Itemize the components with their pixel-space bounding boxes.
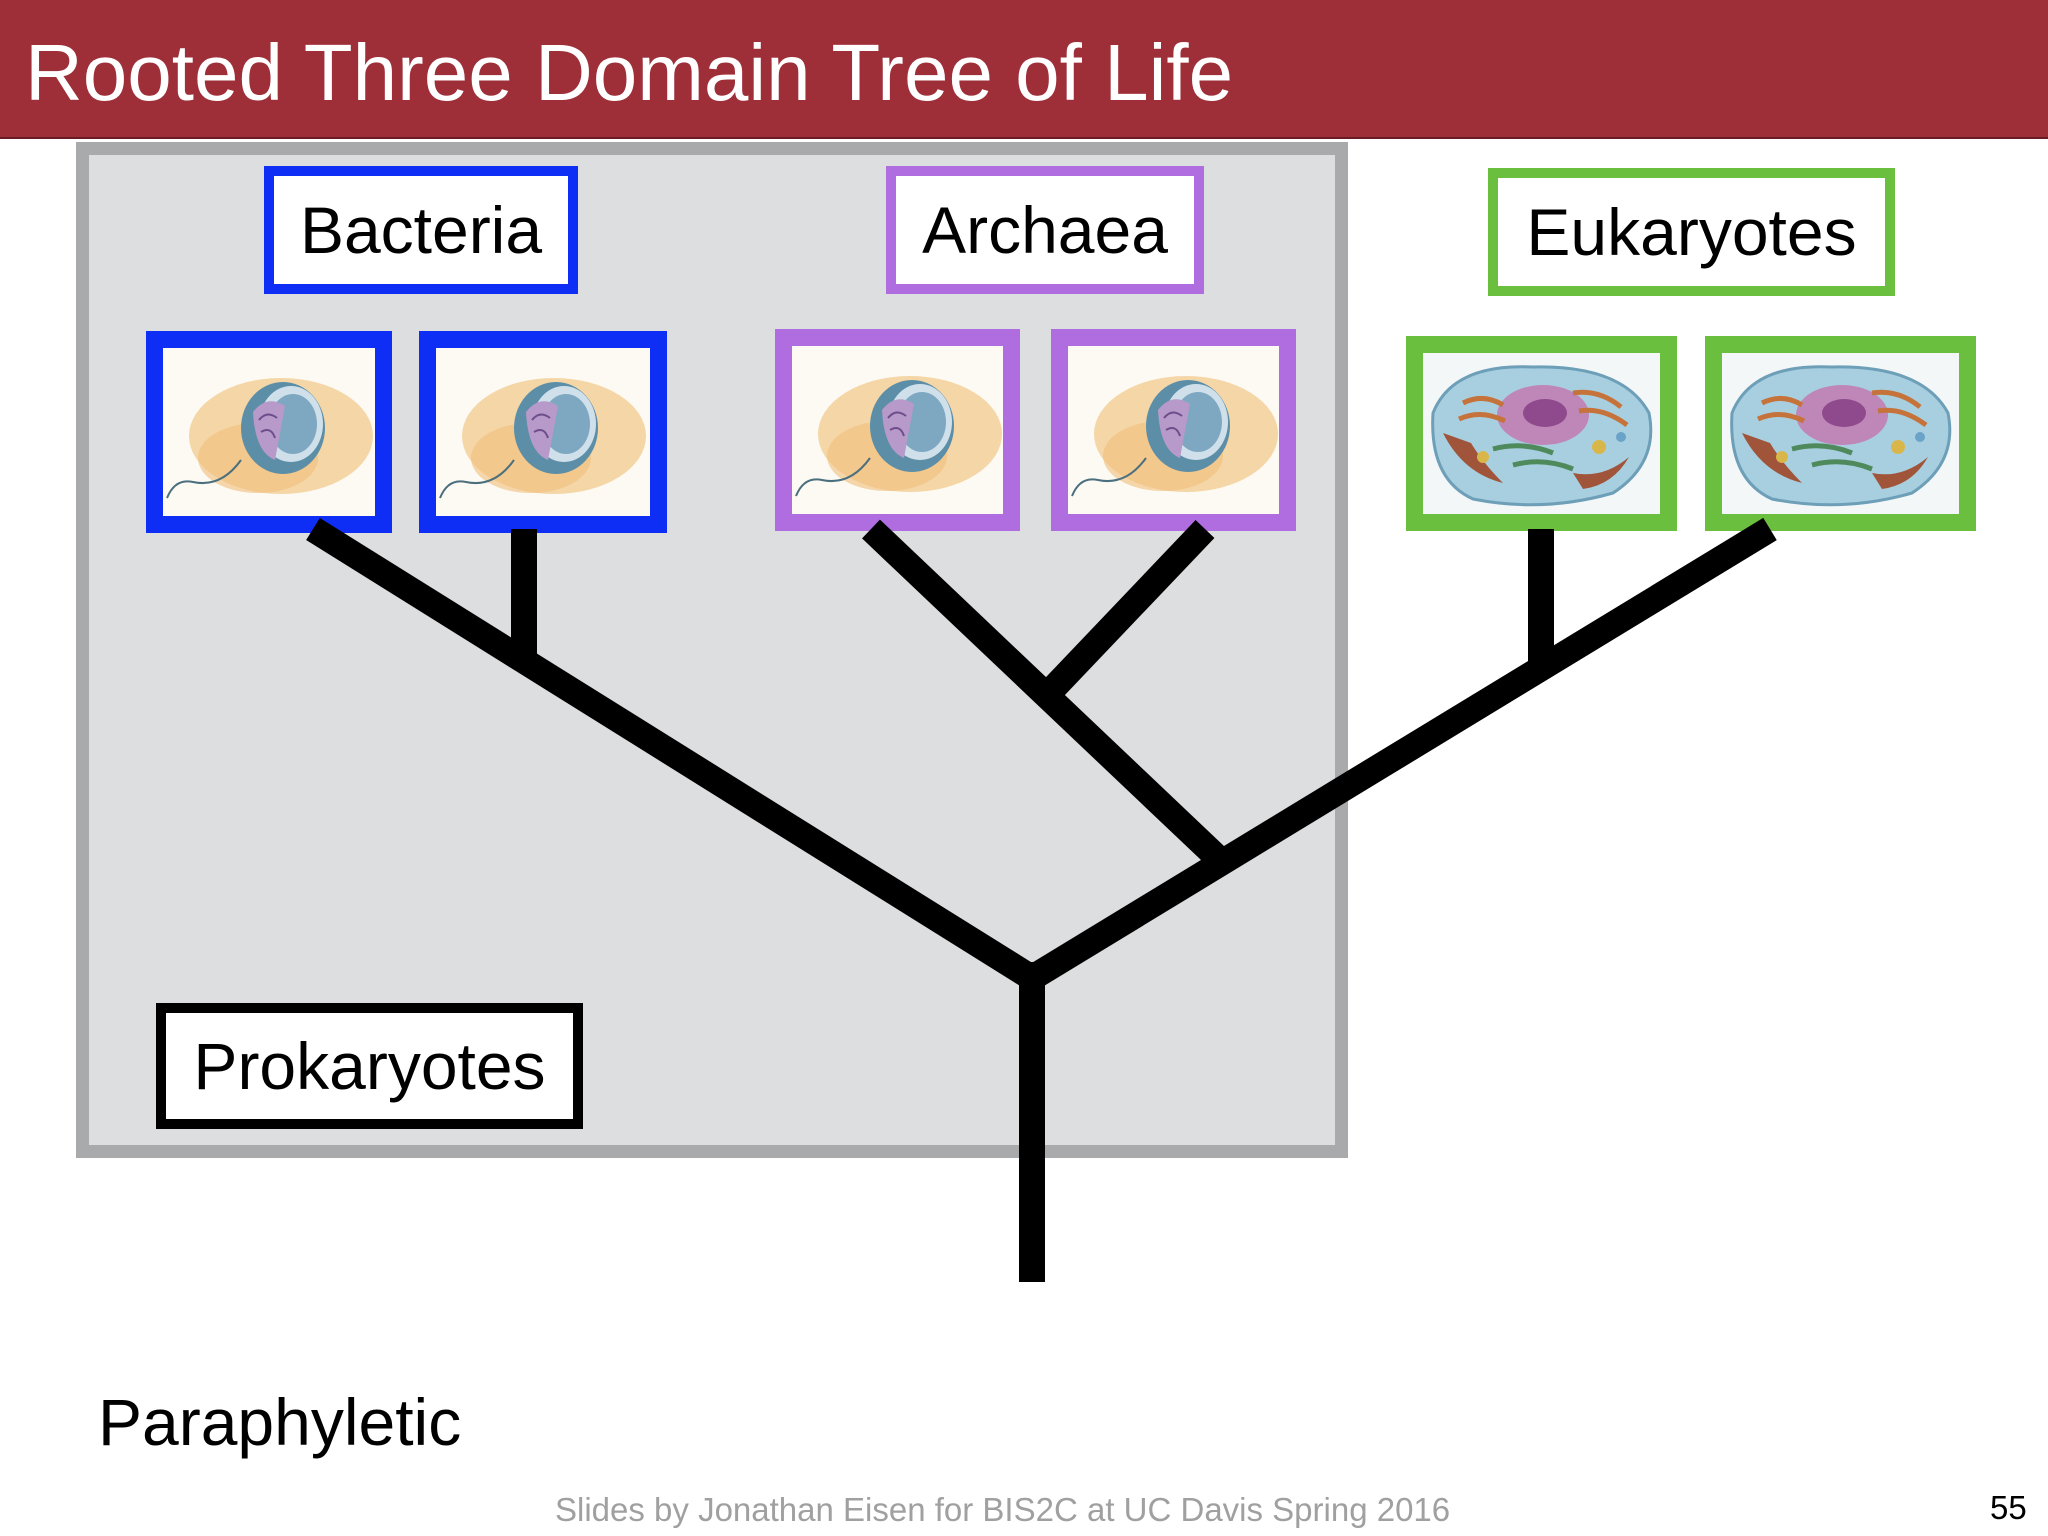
slide-title: Rooted Three Domain Tree of Life xyxy=(25,28,1234,117)
bacteria-cell-1 xyxy=(146,331,392,533)
prokaryotic-cell-icon xyxy=(436,348,650,516)
title-bar: Rooted Three Domain Tree of Life xyxy=(0,0,2048,139)
bacteria-label-text: Bacteria xyxy=(299,193,543,267)
eukaryotic-cell-icon xyxy=(1423,353,1660,514)
prokaryotes-label-text: Prokaryotes xyxy=(193,1029,546,1103)
slide-footer: Slides by Jonathan Eisen for BIS2C at UC… xyxy=(555,1491,1451,1528)
eukaryotes-label-text: Eukaryotes xyxy=(1526,195,1857,269)
prokaryotes-label: Prokaryotes xyxy=(156,1003,583,1129)
paraphyletic-caption: Paraphyletic xyxy=(98,1385,462,1459)
eukaryote-cell-2 xyxy=(1705,336,1976,531)
eukaryotic-cell-icon xyxy=(1722,353,1959,514)
archaea-label: Archaea xyxy=(886,166,1204,294)
prokaryotic-cell-icon xyxy=(1068,346,1279,514)
archaea-cell-1 xyxy=(775,329,1020,531)
eukaryote-cell-1 xyxy=(1406,336,1677,531)
prokaryotic-cell-icon xyxy=(792,346,1003,514)
tree-branch-archaea-2 xyxy=(1036,520,1215,705)
archaea-cell-2 xyxy=(1051,329,1296,531)
archaea-label-text: Archaea xyxy=(922,193,1168,267)
tree-branch-nonbacteria xyxy=(1025,517,1777,990)
eukaryotes-label: Eukaryotes xyxy=(1488,168,1895,296)
prokaryotes-region xyxy=(76,142,1348,1158)
prokaryotic-cell-icon xyxy=(163,348,375,516)
bacteria-label: Bacteria xyxy=(264,166,578,294)
bacteria-cell-2 xyxy=(419,331,667,533)
slide-number: 55 xyxy=(1990,1489,2027,1526)
tree-branch-bacteria xyxy=(306,517,1039,990)
